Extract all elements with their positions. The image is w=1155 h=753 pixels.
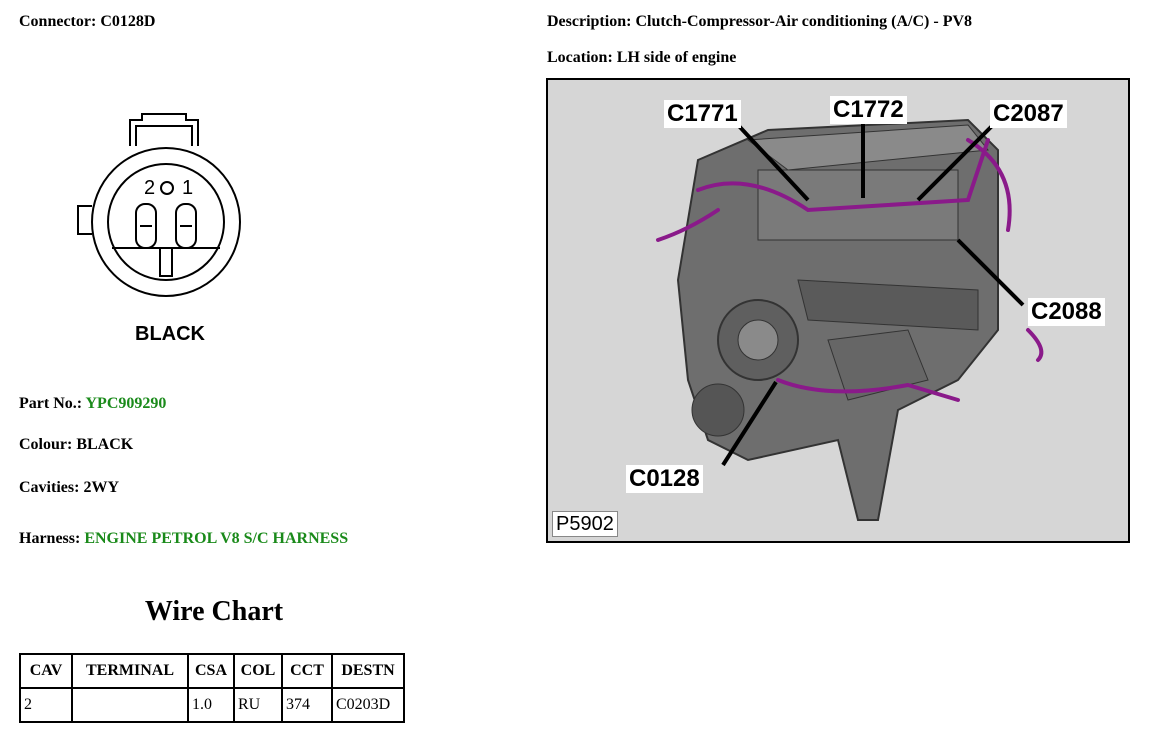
connector-face-diagram: 2 1 BLACK <box>77 113 241 345</box>
harness-link[interactable]: ENGINE PETROL V8 S/C HARNESS <box>84 530 349 547</box>
part-number-label: Part No.: <box>19 395 83 412</box>
cavities-value: 2WY <box>83 479 119 496</box>
engine-location-image: C1771 C1772 C2087 C2088 C0128 P5902 <box>546 78 1130 543</box>
description-value: Clutch-Compressor-Air conditioning (A/C)… <box>635 13 973 30</box>
part-number-link[interactable]: YPC909290 <box>85 395 167 412</box>
wire-chart-title: Wire Chart <box>144 596 284 627</box>
colour-line: Colour: BLACK <box>19 436 133 454</box>
cell-col: RU <box>233 687 283 723</box>
callout-c0128: C0128 <box>626 465 703 493</box>
description-line: Description: Clutch-Compressor-Air condi… <box>547 13 972 31</box>
callout-c2087: C2087 <box>990 100 1067 128</box>
photo-id-label: P5902 <box>552 511 618 537</box>
harness-line: Harness: ENGINE PETROL V8 S/C HARNESS <box>19 530 348 548</box>
harness-label: Harness: <box>19 530 81 547</box>
cell-csa: 1.0 <box>187 687 235 723</box>
table-row: 2 1.0 RU 374 C0203D <box>19 687 405 723</box>
location-value: LH side of engine <box>616 49 737 66</box>
connector-label: Connector: <box>19 13 97 30</box>
wire-chart-table: CAV TERMINAL CSA COL CCT DESTN 2 1.0 RU … <box>19 653 405 723</box>
cell-cct: 374 <box>281 687 333 723</box>
callout-c2088: C2088 <box>1028 298 1105 326</box>
part-number-line: Part No.: YPC909290 <box>19 395 166 413</box>
callout-c1771: C1771 <box>664 100 741 128</box>
diagram-pin-2: 2 <box>144 177 155 199</box>
cavities-label: Cavities: <box>19 479 80 496</box>
header-terminal: TERMINAL <box>71 653 189 689</box>
wire-chart-header-row: CAV TERMINAL CSA COL CCT DESTN <box>19 653 405 689</box>
colour-value: BLACK <box>76 436 134 453</box>
header-destn: DESTN <box>331 653 405 689</box>
header-cct: CCT <box>281 653 333 689</box>
callout-c1772: C1772 <box>830 96 907 124</box>
diagram-pin-1: 1 <box>182 177 193 199</box>
location-line: Location: LH side of engine <box>547 49 736 67</box>
cell-terminal <box>71 687 189 723</box>
cell-destn: C0203D <box>331 687 405 723</box>
header-csa: CSA <box>187 653 235 689</box>
cavities-line: Cavities: 2WY <box>19 479 119 497</box>
connector-line: Connector: C0128D <box>19 13 155 31</box>
location-label: Location: <box>547 49 613 66</box>
diagram-colour-label: BLACK <box>135 323 206 345</box>
cell-cav: 2 <box>19 687 73 723</box>
header-col: COL <box>233 653 283 689</box>
description-label: Description: <box>547 13 632 30</box>
colour-label: Colour: <box>19 436 73 453</box>
connector-value: C0128D <box>100 13 156 30</box>
header-cav: CAV <box>19 653 73 689</box>
